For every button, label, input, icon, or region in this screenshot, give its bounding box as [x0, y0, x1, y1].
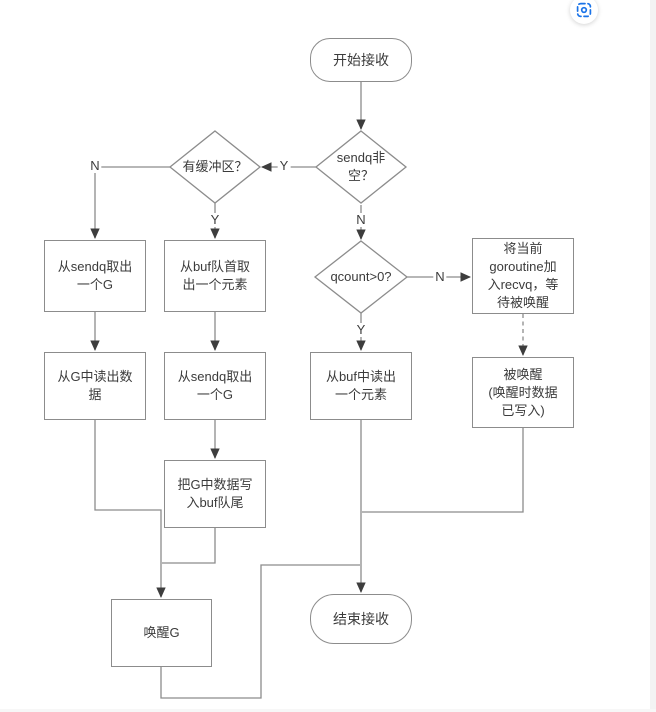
node-wake-g-label: 唤醒G	[143, 625, 180, 640]
node-wake-g: 唤醒G	[111, 599, 212, 667]
edge-label-qcount-no: N	[433, 269, 447, 284]
page-edge-bottom	[0, 709, 656, 712]
node-take-g-left: 从sendq取出 一个G	[44, 240, 146, 312]
node-read-from-buf-label: 从buf中读出 一个元素	[325, 369, 397, 402]
node-sendq-check-label: sendq非 空？	[336, 150, 386, 183]
node-take-g-mid: 从sendq取出 一个G	[164, 352, 266, 420]
screenshot-button[interactable]	[570, 0, 598, 24]
page-edge-right	[650, 0, 656, 712]
edge-label-buffer-yes: Y	[208, 212, 222, 227]
edge-write-buf-merge	[162, 528, 216, 564]
screenshot-icon	[576, 2, 592, 18]
node-take-g-left-label: 从sendq取出 一个G	[57, 259, 133, 292]
diamond-sendq-check	[314, 130, 408, 204]
node-read-from-g-label: 从G中读出数 据	[57, 369, 133, 402]
node-take-buf-head-label: 从buf队首取 出一个元素	[179, 259, 251, 292]
node-take-buf-head: 从buf队首取 出一个元素	[164, 240, 266, 312]
node-woken: 被唤醒 (唤醒时数据 已写入)	[472, 357, 574, 428]
node-end-label: 结束接收	[333, 611, 389, 627]
node-woken-label: 被唤醒 (唤醒时数据 已写入)	[488, 366, 558, 418]
node-end: 结束接收	[310, 594, 412, 644]
node-read-from-g: 从G中读出数 据	[44, 352, 146, 420]
node-qcount-check-label: qcount>0?	[330, 269, 392, 284]
node-start: 开始接收	[310, 38, 412, 82]
edge-label-sendq-yes: Y	[277, 158, 291, 173]
node-write-g-to-buf: 把G中数据写 入buf队尾	[164, 460, 266, 528]
node-start-label: 开始接收	[333, 52, 389, 68]
edge-label-qcount-yes: Y	[354, 322, 368, 337]
edge-label-buffer-no: N	[88, 158, 102, 173]
diamond-qcount-check	[313, 240, 409, 314]
node-read-from-buf: 从buf中读出 一个元素	[310, 352, 412, 420]
edge-woken-merge	[362, 428, 524, 513]
diamond-buffer-check	[168, 130, 262, 204]
node-buffer-check-label: 有缓冲区？	[182, 159, 248, 174]
edge-buffer-to-take-g	[90, 166, 170, 239]
node-join-recvq: 将当前 goroutine加 入recvq，等 待被唤醒	[472, 238, 574, 314]
edge-label-sendq-no: N	[354, 212, 368, 227]
edge-read-g-to-wake-g	[94, 420, 166, 598]
node-join-recvq-label: 将当前 goroutine加 入recvq，等 待被唤醒	[487, 241, 559, 310]
node-take-g-mid-label: 从sendq取出 一个G	[177, 369, 253, 402]
edge-wake-g-merge	[160, 564, 360, 699]
node-write-g-to-buf-label: 把G中数据写 入buf队尾	[177, 477, 253, 510]
